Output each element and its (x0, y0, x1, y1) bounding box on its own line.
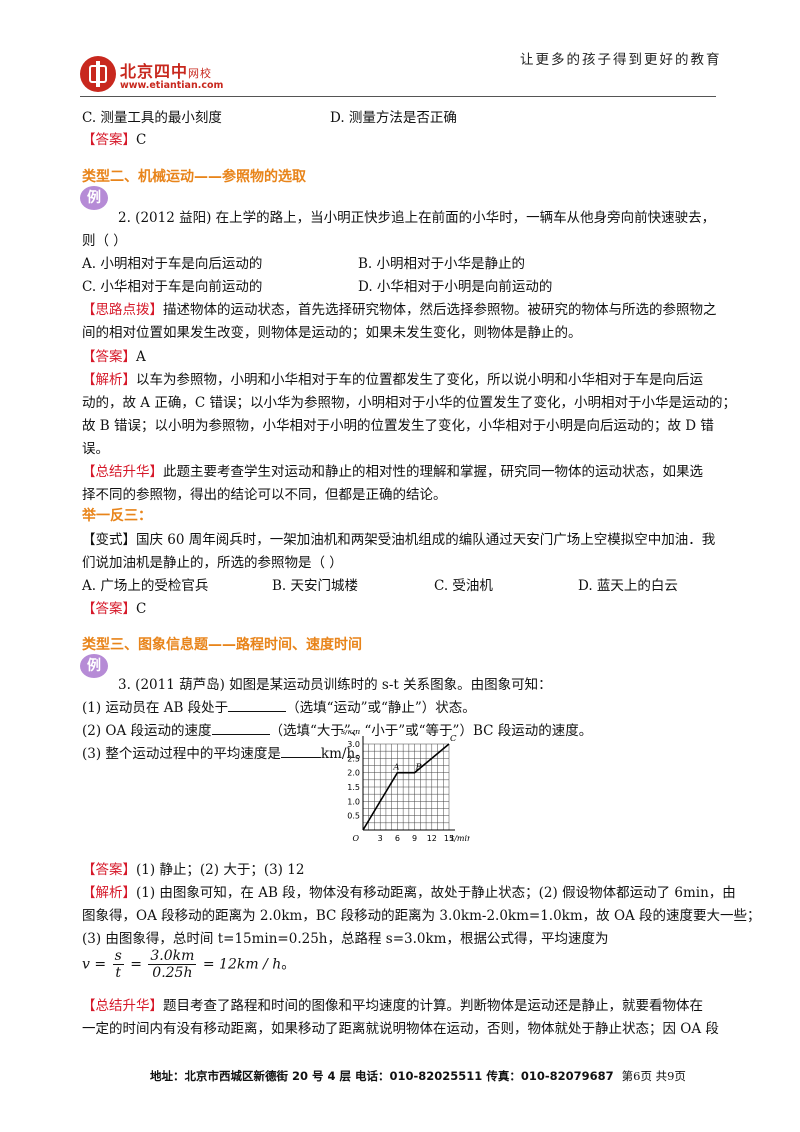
point-label: A (392, 763, 399, 773)
q2-option-c: C. 小华相对于车是向前运动的 (82, 279, 263, 295)
x-tick-label: 12 (427, 834, 437, 843)
variant-line2: 们说加油机是静止的，所选的参照物是（ ） (82, 555, 343, 571)
answer-row-4: 【答案】(1) 静止；(2) 大于；(3) 12 (82, 862, 305, 878)
option-d: D. 测量方法是否正确 (330, 110, 457, 126)
answer-row-1: 【答案】C (82, 132, 147, 148)
x-tick-label: 3 (378, 834, 383, 843)
header-slogan: 让更多的孩子得到更好的教育 (520, 52, 722, 68)
hint-line2: 间的相对位置如果发生改变，则物体是运动的；如果未发生变化，则物体是静止的。 (82, 325, 582, 341)
point-label: C (450, 734, 457, 744)
summary-line2: 择不同的参照物，得出的结论可以不同，但都是正确的结论。 (82, 487, 447, 503)
logo-url: www.etiantian.com (120, 80, 224, 91)
x-tick-label: 9 (412, 834, 417, 843)
variant-option-d: D. 蓝天上的白云 (578, 578, 678, 594)
example-icon: 例 (80, 654, 108, 678)
variant-line1: 【变式】国庆 60 周年阅兵时，一架加油机和两架受油机组成的编队通过天安门广场上… (82, 532, 716, 548)
section-title-type3: 类型三、图象信息题——路程时间、速度时间 (82, 637, 362, 653)
section-title-type2: 类型二、机械运动——参照物的选取 (82, 169, 306, 185)
y-tick-label: 0.5 (347, 812, 360, 821)
question-3-line1: 3. (2011 葫芦岛) 如图是某运动员训练时的 s-t 关系图象。由图象可知… (118, 677, 552, 693)
variant-option-a: A. 广场上的受检官兵 (82, 578, 209, 594)
q2-option-b: B. 小明相对于小华是静止的 (358, 256, 526, 272)
q2-option-a: A. 小明相对于车是向后运动的 (82, 256, 263, 272)
q3-analysis-line1: 【解析】(1) 由图象可知，在 AB 段，物体没有移动距离，故处于静止状态；(2… (82, 885, 736, 901)
x-tick-label: 6 (395, 834, 400, 843)
point-label: B (415, 763, 422, 773)
question-3-part1: (1) 运动员在 AB 段处于（选填“运动”或“静止”）状态。 (82, 700, 476, 716)
st-chart: 3 6 9 12 15 0.5 1.0 1.5 2.0 2.5 3.0Os/km t/min A B C (341, 730, 470, 843)
practice-title: 举一反三： (82, 508, 152, 524)
x-tick-label: 15 (444, 834, 454, 843)
y-tick-label: 2.0 (347, 769, 360, 778)
y-tick-label: 2.5 (347, 754, 360, 763)
x-axis-label: t/min (451, 834, 470, 843)
q3-analysis-line2: 图象得，OA 段移动的距离为 2.0km，BC 段移动的距离为 3.0km-2.… (82, 908, 761, 924)
answer-row-3: 【答案】C (82, 601, 147, 617)
logo-text: 北京四中网校 (120, 62, 213, 81)
variant-option-b: B. 天安门城楼 (272, 578, 359, 594)
page-footer: 地址：北京市西城区新德街 20 号 4 层 电话：010-82025511 传真… (150, 1069, 686, 1083)
hint-line1: 【思路点拨】描述物体的运动状态，首先选择研究物体，然后选择参照物。被研究的物体与… (82, 302, 717, 318)
q3-summary-line1: 【总结升华】题目考查了路程和时间的图像和平均速度的计算。判断物体是运动还是静止，… (82, 998, 703, 1014)
analysis-line3: 故 B 错误；以小明为参照物，小华相对于小明的位置发生了变化，小华相对于小明是向… (82, 418, 714, 434)
y-tick-label: 3.0 (347, 740, 360, 749)
question-3-part2: (2) OA 段运动的速度（选填“大于”、“小于”或“等于”）BC 段运动的速度… (82, 723, 593, 739)
example-icon: 例 (80, 186, 108, 210)
analysis-line2: 动的，故 A 正确，C 错误；以小华为参照物，小明相对于小华的位置发生了变化，小… (82, 395, 736, 411)
logo-icon (80, 56, 116, 92)
option-c: C. 测量工具的最小刻度 (82, 110, 222, 126)
analysis-line4: 误。 (82, 441, 109, 457)
question-2-line2: 则（ ） (82, 233, 127, 249)
q3-analysis-line3: (3) 由图象得，总时间 t=15min=0.25h，总路程 s=3.0km，根… (82, 931, 609, 947)
q2-option-d: D. 小华相对于小明是向前运动的 (358, 279, 553, 295)
header-divider (80, 96, 716, 97)
answer-row-2: 【答案】A (82, 349, 146, 365)
variant-option-c: C. 受油机 (434, 578, 493, 594)
q3-summary-line2: 一定的时间内有没有移动距离，如果移动了距离就说明物体在运动，否则，物体就处于静止… (82, 1021, 719, 1037)
y-axis-label: s/km (341, 730, 361, 736)
series-line (362, 743, 450, 831)
y-tick-label: 1.0 (347, 797, 360, 806)
question-2-line1: 2. (2012 益阳) 在上学的路上，当小明正快步追上在前面的小华时，一辆车从… (118, 210, 716, 226)
origin-label: O (352, 834, 359, 843)
analysis-line1: 【解析】以车为参照物，小明和小华相对于车的位置都发生了变化，所以说小明和小华相对… (82, 372, 703, 388)
summary-line1: 【总结升华】此题主要考查学生对运动和静止的相对性的理解和掌握，研究同一物体的运动… (82, 464, 703, 480)
y-tick-label: 1.5 (347, 783, 360, 792)
